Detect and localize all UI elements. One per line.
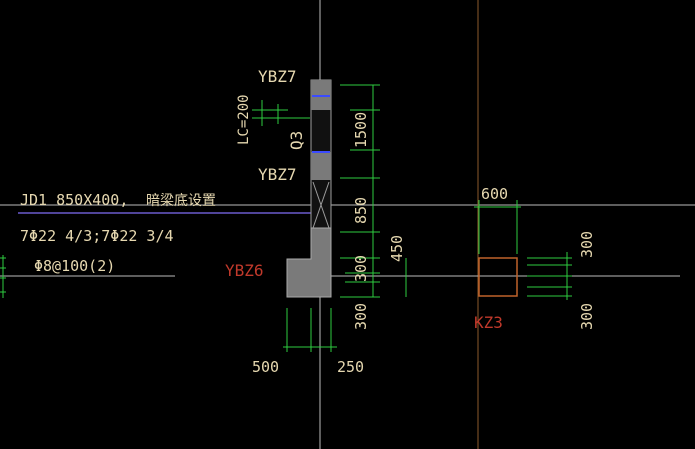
dim-500: 500 bbox=[252, 358, 279, 376]
kz3-label: KZ3 bbox=[474, 313, 503, 332]
kz3-column bbox=[478, 257, 518, 297]
lc-dimension-group bbox=[252, 100, 310, 126]
wall-dimension-group bbox=[340, 84, 407, 298]
lc-label: LC=200 bbox=[236, 94, 252, 145]
rebar-stirrup-label: Φ8@100(2) bbox=[34, 257, 115, 275]
kz3-right-dimension-group bbox=[527, 252, 572, 300]
dim-300a: 300 bbox=[352, 255, 370, 282]
ybz6-label: YBZ6 bbox=[225, 261, 264, 280]
rebar-main-label: 7Φ22 4/3;7Φ22 3/4 bbox=[20, 227, 174, 245]
dim-300b: 300 bbox=[352, 303, 370, 330]
ybz7-top-label: YBZ7 bbox=[258, 67, 297, 86]
dim-300d: 300 bbox=[578, 303, 596, 330]
dim-600: 600 bbox=[481, 185, 508, 203]
ybz7-mid-label: YBZ7 bbox=[258, 165, 297, 184]
jd1-cn-label: 暗梁底设置 bbox=[146, 193, 216, 209]
bottom-dimension-group bbox=[283, 308, 337, 352]
jd1-label: JD1 850X400, bbox=[20, 191, 128, 209]
left-edge-marks bbox=[0, 255, 6, 298]
opening-cross-2 bbox=[312, 181, 330, 229]
dim-1500: 1500 bbox=[352, 112, 370, 148]
ybz6-column bbox=[286, 227, 332, 298]
ybz7-mid-hatch bbox=[311, 152, 331, 180]
dim-300c: 300 bbox=[578, 231, 596, 258]
dim-250: 250 bbox=[337, 358, 364, 376]
dim-450: 450 bbox=[388, 235, 406, 262]
q3-label: Q3 bbox=[287, 131, 306, 150]
kz3-top-dimension-group bbox=[474, 200, 521, 254]
dim-850: 850 bbox=[352, 197, 370, 224]
